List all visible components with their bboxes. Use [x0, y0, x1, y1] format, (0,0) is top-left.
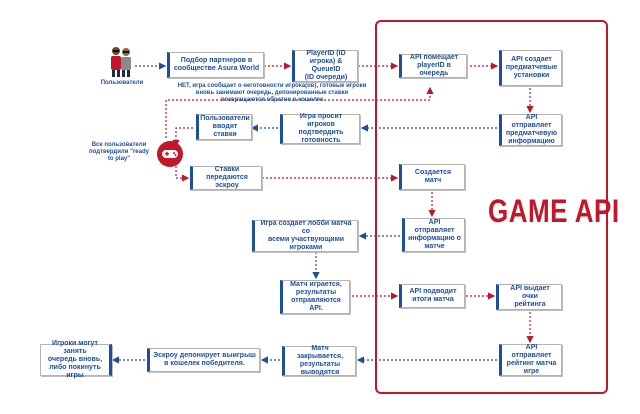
box-api-match-info: API отправляет информацию о матче	[402, 218, 465, 252]
box-api-summary: API подводит итоги матча	[399, 284, 465, 308]
box-api-prematch-settings: API создает предматчевые установки	[499, 50, 562, 86]
users-icon	[111, 47, 131, 77]
box-match-closed: Матч закрывается, результаты выводятся	[282, 345, 356, 376]
arrow-b7-to-controller	[172, 127, 193, 148]
box-players-requeue: Игроки могут занять очередь вновь, либо …	[40, 340, 112, 379]
box-match-played: Матч играется, результаты отправляются A…	[280, 280, 350, 314]
game-api-container	[375, 20, 608, 394]
box-api-queue: API помещает playerID в очередь	[399, 54, 467, 78]
box-create-lobby: Игра создает лобби матча со всеми участв…	[252, 220, 358, 252]
box-users-place-bets: Пользователи вводят ставки	[196, 114, 252, 140]
arrow-controller-to-b8	[175, 162, 190, 182]
box-partner-matching: Подбор партнеров в сообществе Asura Worl…	[167, 52, 264, 78]
box-api-rating-points: API выдает очки рейтинга	[496, 284, 562, 310]
box-confirm-readiness: Игра просит игроков подтвердить готовнос…	[280, 113, 360, 144]
box-api-prematch-info: API отправляет предматчевую информацию	[499, 114, 562, 146]
box-match-created: Создается матч	[399, 164, 465, 190]
box-api-send-rating: API отправляет рейтинг матча игре	[499, 344, 562, 376]
game-api-title: GAME API	[488, 192, 620, 230]
box-player-queue-id: PlayerID (ID игрока) & QueueID (ID очере…	[292, 50, 358, 82]
all-users-ready-label: Все пользователи подтвердили "ready to p…	[89, 142, 149, 162]
box-escrow-payout: Эскроу депонирует выигрыш в кошелек побе…	[147, 348, 260, 372]
users-label: Пользователи	[100, 80, 144, 86]
not-ready-note: НЕТ, игра сообщает о неготовности игрока…	[177, 83, 367, 103]
arrow-controller-to-note	[165, 86, 434, 138]
gamepad-icon	[157, 141, 183, 167]
box-bets-to-escrow: Ставки передаются эскроу	[190, 166, 262, 190]
